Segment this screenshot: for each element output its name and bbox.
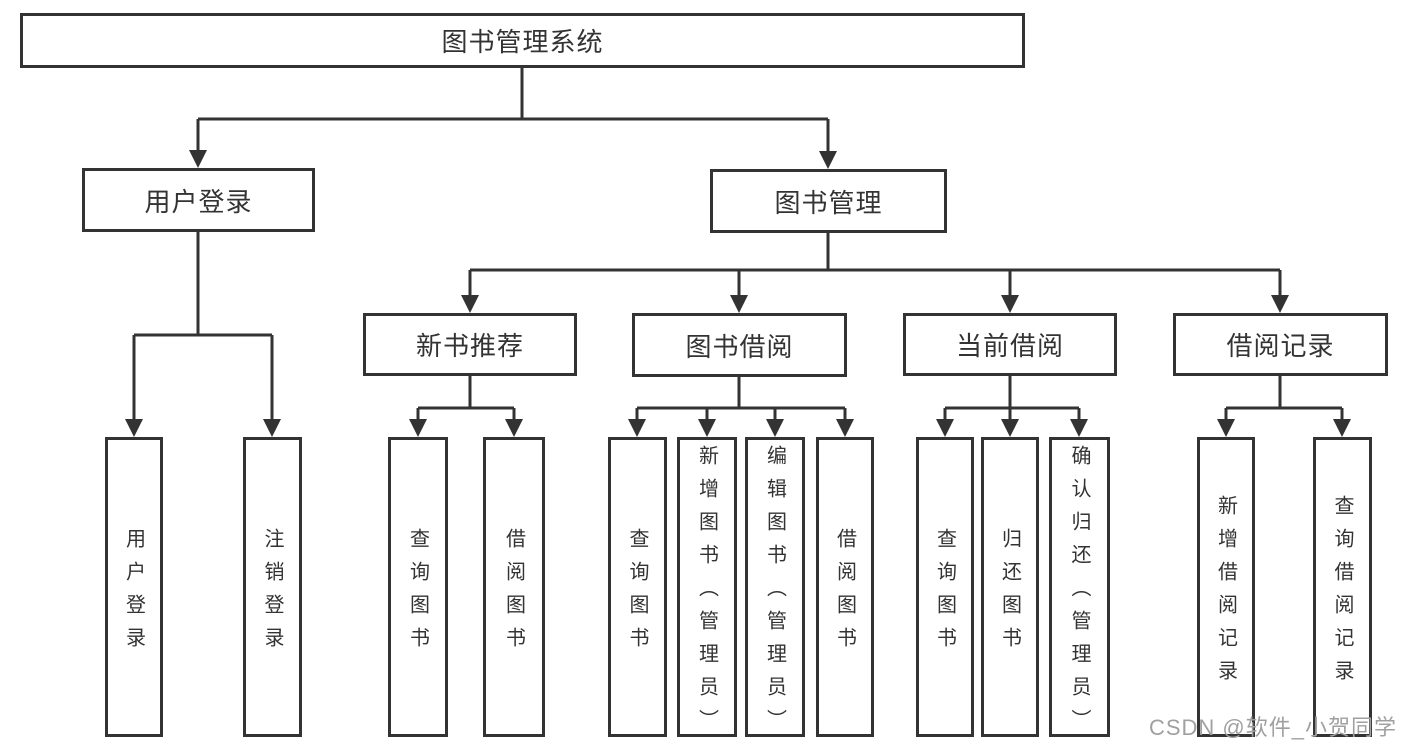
leaf-add-borrow-record: 新增借阅记录 xyxy=(1197,437,1255,737)
node-book-management: 图书管理 xyxy=(710,169,947,233)
leaf-user-login: 用户登录 xyxy=(105,437,163,737)
watermark: CSDN @软件_小贺同学 xyxy=(1148,715,1397,740)
leaf-add-book-admin: 新增图书（管理员） xyxy=(677,437,737,742)
node-book-borrowing: 图书借阅 xyxy=(632,313,847,377)
leaf-query-borrow-record: 查询借阅记录 xyxy=(1313,437,1372,737)
leaf-logout: 注销登录 xyxy=(243,437,302,737)
leaf-query-books-current: 查询图书 xyxy=(916,437,974,737)
node-current-borrowing: 当前借阅 xyxy=(903,313,1117,376)
node-borrowing-records: 借阅记录 xyxy=(1173,313,1388,376)
leaf-return-book: 归还图书 xyxy=(981,437,1039,737)
leaf-borrow-books-borrowing: 借阅图书 xyxy=(816,437,874,737)
leaf-edit-book-admin: 编辑图书（管理员） xyxy=(745,437,805,742)
leaf-query-books-recommend: 查询图书 xyxy=(388,437,448,737)
node-user-login: 用户登录 xyxy=(82,168,315,232)
leaf-confirm-return-admin: 确认归还（管理员） xyxy=(1049,437,1110,742)
node-root: 图书管理系统 xyxy=(20,13,1025,68)
leaf-query-books-borrowing: 查询图书 xyxy=(608,437,667,737)
leaf-borrow-books-recommend: 借阅图书 xyxy=(483,437,545,737)
node-new-book-recommend: 新书推荐 xyxy=(363,313,577,376)
